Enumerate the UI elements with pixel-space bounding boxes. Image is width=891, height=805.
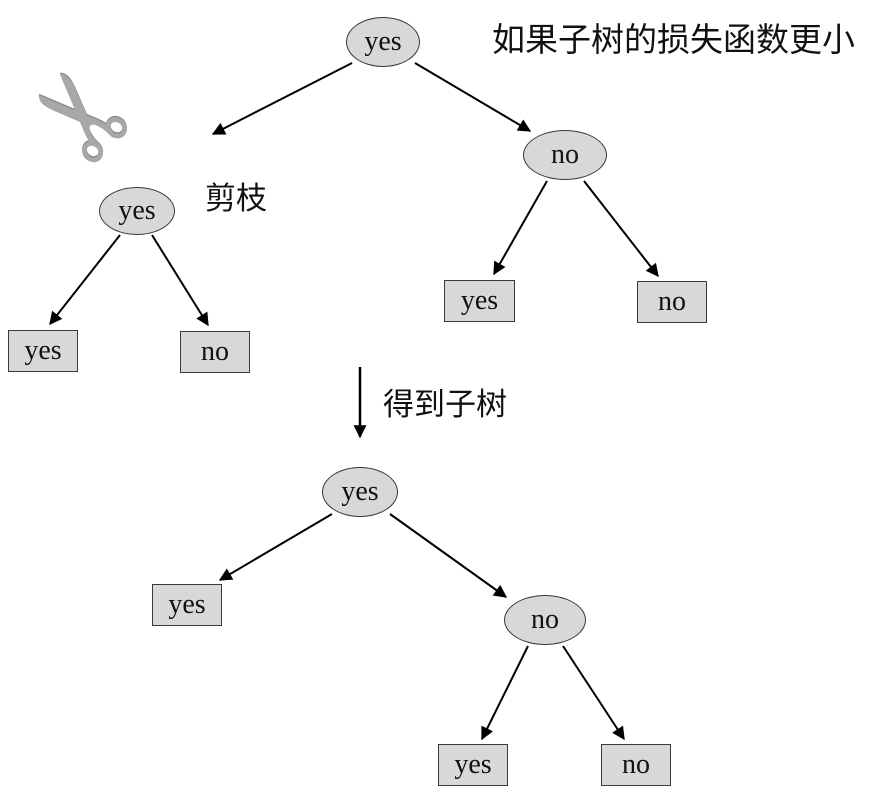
bottom-root-node: yes (322, 467, 398, 517)
prune-label: 剪枝 (205, 181, 267, 216)
condition-note: 如果子树的损失函数更小 (492, 23, 855, 59)
edge-bottom-right-to-leaf-yes (481, 645, 529, 741)
bottom-right-leaf-no: no (601, 744, 671, 786)
top-root-node: yes (346, 17, 420, 67)
edge-top-right-to-leaf-no (583, 180, 659, 278)
bottom-right-child-node: no (504, 595, 586, 645)
edge-top-root-to-right-child (414, 62, 532, 132)
edge-bottom-root-to-leaf-yes (218, 513, 333, 581)
edge-top-left-to-leaf-no (151, 234, 209, 327)
edge-bottom-root-to-right-child (389, 513, 508, 598)
edge-top-left-to-leaf-yes (49, 234, 121, 326)
top-right-leaf-yes: yes (444, 280, 515, 322)
bottom-right-leaf-yes: yes (438, 744, 508, 786)
scissors-icon: ✂ (0, 30, 166, 196)
top-left-child-node: yes (99, 187, 175, 235)
top-left-leaf-no: no (180, 331, 250, 373)
bottom-left-leaf: yes (152, 584, 222, 626)
top-right-leaf-no: no (637, 281, 707, 323)
edge-bottom-right-to-leaf-no (562, 645, 625, 741)
edge-top-right-to-leaf-yes (493, 180, 548, 276)
edge-top-root-to-left-child (211, 62, 353, 135)
transform-label: 得到子树 (383, 387, 507, 422)
top-right-child-node: no (523, 130, 607, 180)
top-left-leaf-yes: yes (8, 330, 78, 372)
